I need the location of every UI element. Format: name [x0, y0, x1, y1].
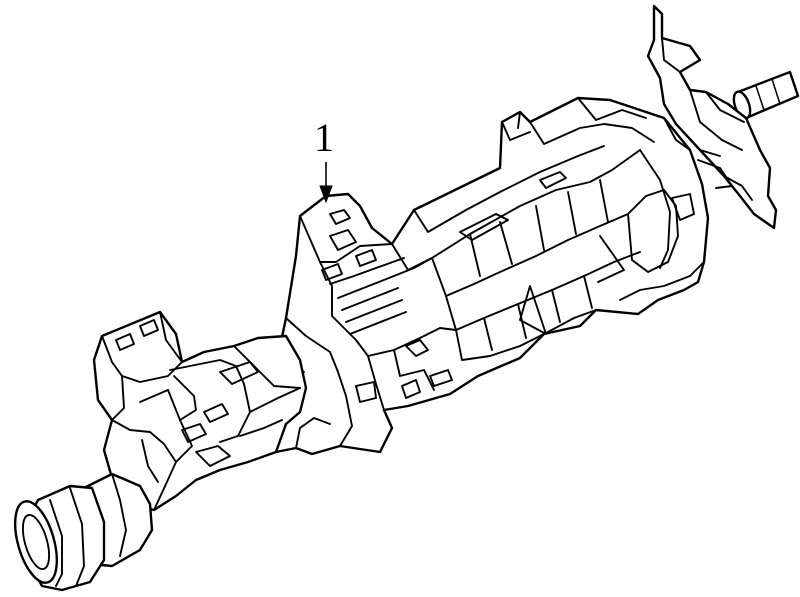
callout-arrow — [319, 162, 333, 204]
lower-coupling — [13, 472, 154, 592]
column-housing — [266, 96, 733, 456]
lower-column-section — [92, 310, 308, 512]
callout-number-1: 1 — [314, 115, 334, 160]
upper-mounting-bracket — [646, 4, 778, 230]
